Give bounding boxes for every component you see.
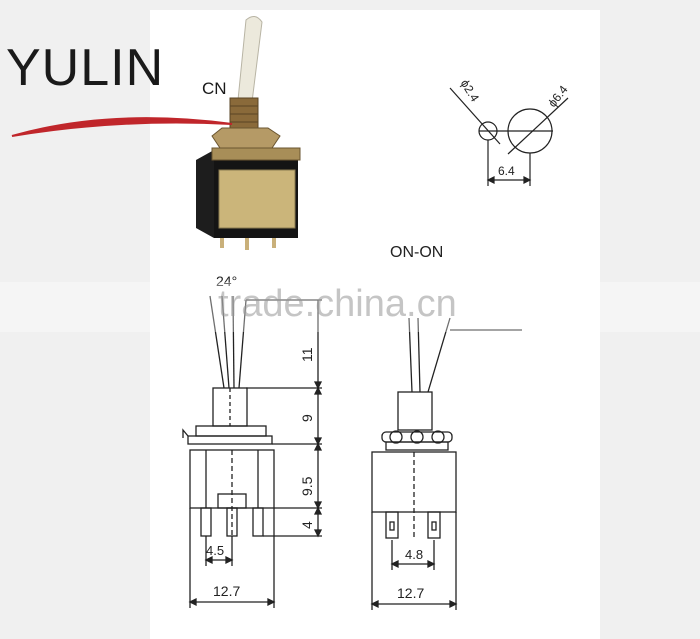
dim-bushing-height: 9 xyxy=(299,414,315,422)
front-view xyxy=(370,317,522,610)
logo-swoosh xyxy=(11,117,233,137)
watermark-text: trade.china.cn xyxy=(218,283,457,325)
product-photo xyxy=(196,16,301,250)
dim-side-terminal-pitch: 4.5 xyxy=(206,543,224,558)
dim-side-width: 12.7 xyxy=(213,583,240,599)
hole-large-dia-label: ϕ6.4 xyxy=(545,83,571,110)
dim-lever-height: 11 xyxy=(299,347,315,362)
panel-hole-drawing xyxy=(449,87,569,186)
brand-logo: YULIN xyxy=(6,39,165,97)
dim-front-terminal-pitch: 4.8 xyxy=(405,547,423,562)
dim-front-width: 12.7 xyxy=(397,585,424,601)
watermark-band xyxy=(0,282,700,332)
hole-spacing-label: 6.4 xyxy=(498,164,515,178)
dim-body-height: 9.5 xyxy=(299,476,315,496)
side-view xyxy=(182,295,323,608)
brand-logo-suffix: CN xyxy=(202,79,227,98)
angle-label: 24° xyxy=(216,273,237,289)
mode-label: ON-ON xyxy=(390,244,443,261)
dim-terminal-height: 4 xyxy=(299,521,315,529)
drawing-sheet xyxy=(150,10,600,639)
